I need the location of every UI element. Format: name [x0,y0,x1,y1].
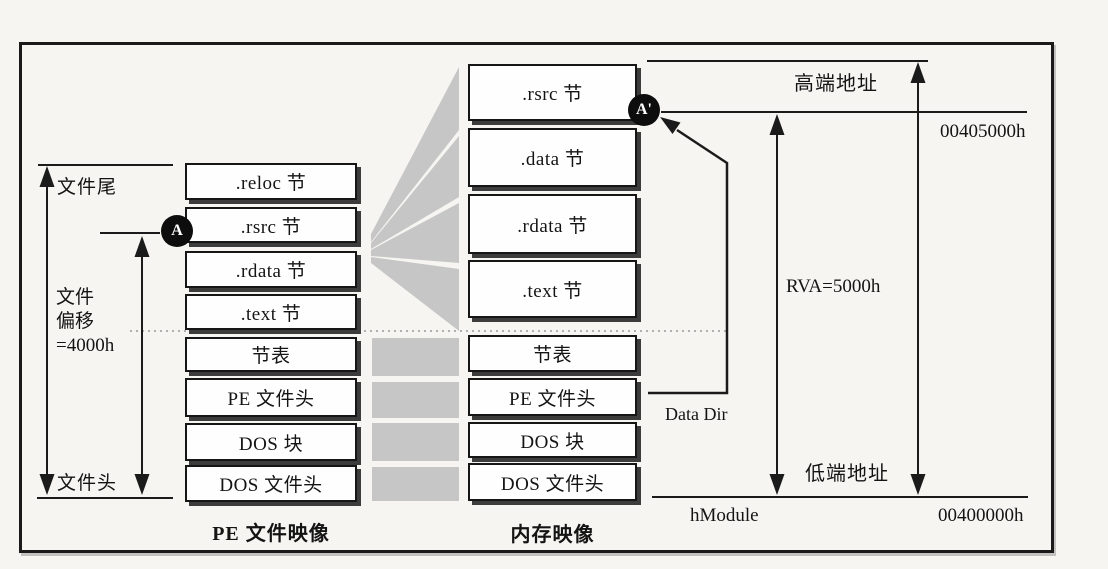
file-box-reloc: .reloc 节 [185,163,357,200]
file-image-caption: PE 文件映像 [212,523,330,545]
high-address-label: 高端地址 [794,73,878,95]
memory-box-rsrc: .rsrc 节 [468,64,637,121]
point-a-badge: A [161,215,193,247]
diagram-frame [19,42,1054,553]
file-box-text: .text 节 [185,294,357,330]
file-box-dos-header: DOS 文件头 [185,465,357,502]
data-dir-label: Data Dir [665,404,728,424]
file-start-label: 文件头 [57,473,118,494]
file-offset-label: 文件 偏移 =4000h [56,286,114,358]
memory-box-data: .data 节 [468,128,637,187]
file-end-label: 文件尾 [57,177,118,198]
file-offset-line3: =4000h [56,335,115,356]
file-offset-line1: 文件 [56,287,95,308]
memory-box-pe-header: PE 文件头 [468,378,637,416]
memory-image-caption: 内存映像 [510,524,595,546]
point-a-prime-badge: A' [628,94,660,126]
file-box-rsrc: .rsrc 节 [185,207,357,243]
memory-box-section-table: 节表 [468,335,637,372]
memory-box-dos-stub: DOS 块 [468,422,637,458]
file-box-dos-stub: DOS 块 [185,423,357,461]
hmodule-label: hModule [690,505,759,526]
memory-box-text: .text 节 [468,260,637,318]
file-box-section-table: 节表 [185,337,357,372]
file-box-pe-header: PE 文件头 [185,378,357,417]
memory-box-dos-header: DOS 文件头 [468,463,637,501]
high-address-value: 00405000h [940,121,1026,142]
rva-label: RVA=5000h [786,276,881,297]
file-box-rdata: .rdata 节 [185,251,357,288]
file-offset-line2: 偏移 [56,311,95,332]
memory-box-rdata: .rdata 节 [468,194,637,254]
low-address-label: 低端地址 [805,463,889,485]
base-address-value: 00400000h [938,505,1024,526]
